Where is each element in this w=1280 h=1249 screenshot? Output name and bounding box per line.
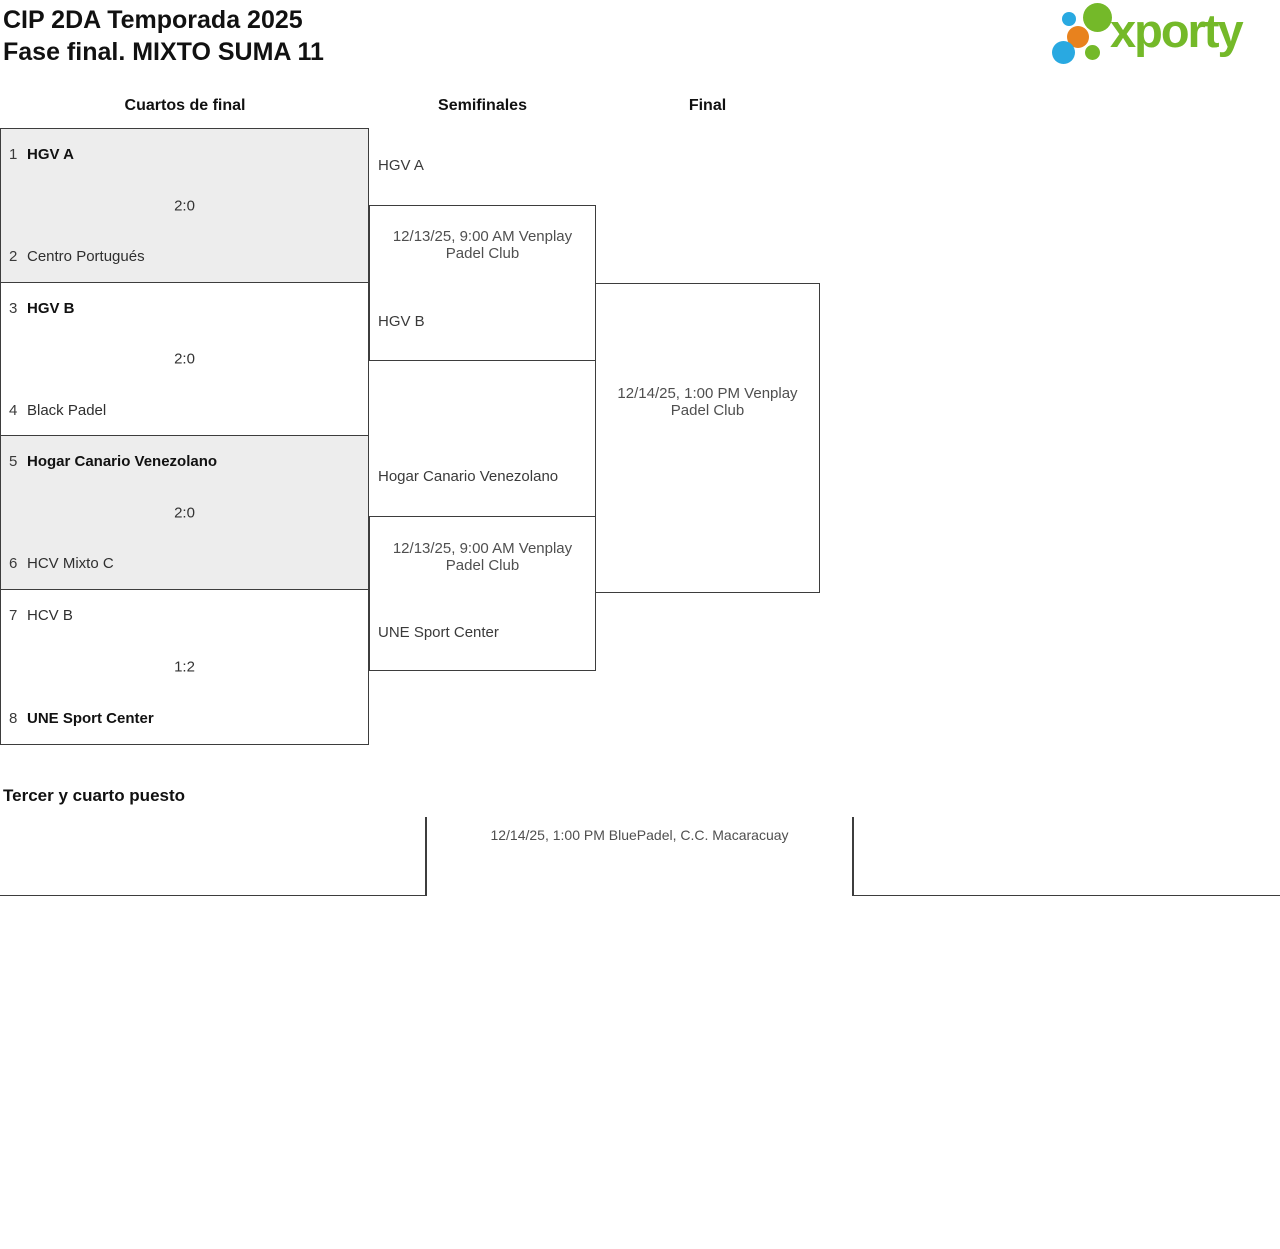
team-name: Centro Portugués <box>27 248 145 265</box>
team-name: HGV A <box>27 146 74 163</box>
logo-dot-green-large-icon <box>1083 3 1112 32</box>
logo-dot-green-small-icon <box>1085 45 1100 60</box>
seed-number: 7 <box>9 606 18 624</box>
semifinal1-team2-label: HGV B <box>378 313 425 330</box>
seed-number: 6 <box>9 555 18 572</box>
logo-dot-orange-icon <box>1067 26 1089 48</box>
seed-number: 4 <box>9 401 18 419</box>
team-name: HCV B <box>27 606 73 624</box>
team-slot: 8 UNE Sport Center <box>9 710 360 727</box>
semifinal-match-1[interactable]: 12/13/25, 9:00 AM Venplay Padel Club <box>369 205 596 361</box>
quarterfinal-match-3[interactable]: 5 Hogar Canario Venezolano 2:0 6 HCV Mixto… <box>0 435 369 590</box>
match-datetime-venue: 12/14/25, 1:00 PM Venplay Padel Club <box>617 385 798 419</box>
quarterfinal-match-2[interactable]: 3 HGV B 2:0 4 Black Padel <box>0 281 369 437</box>
logo-wordmark: xporty <box>1110 4 1244 57</box>
match-score: 2:0 <box>174 197 195 214</box>
team-name: Hogar Canario Venezolano <box>27 453 218 470</box>
team-name: HGV B <box>27 299 75 317</box>
xporty-logo[interactable]: xporty <box>1048 0 1278 70</box>
semifinal1-team1-label: HGV A <box>378 157 424 174</box>
third-place-team2-line <box>852 894 1280 896</box>
third-place-heading: Tercer y cuarto puesto <box>3 786 186 805</box>
semifinal2-team1-label: Hogar Canario Venezolano <box>378 468 559 485</box>
quarterfinal-match-4[interactable]: 7 HCV B 1:2 8 UNE Sport Center <box>0 588 369 745</box>
team-name: HCV Mixto C <box>27 555 114 572</box>
match-score: 2:0 <box>174 504 195 521</box>
seed-number: 8 <box>9 709 18 727</box>
third-place-connector-left-vertical <box>425 817 427 896</box>
seed-number: 5 <box>9 453 18 470</box>
final-match[interactable]: 12/14/25, 1:00 PM Venplay Padel Club <box>595 283 820 593</box>
semifinal-match-2[interactable]: 12/13/25, 9:00 AM Venplay Padel Club <box>369 516 596 671</box>
team-slot: 7 HCV B <box>9 607 360 624</box>
phase-name: Fase final. MIXTO SUMA 11 <box>3 38 324 66</box>
match-score: 1:2 <box>174 658 195 675</box>
logo-dot-blue-large-icon <box>1052 41 1075 64</box>
third-place-connector-right-vertical <box>852 817 854 896</box>
team-name: UNE Sport Center <box>27 709 154 727</box>
tournament-name: CIP 2DA Temporada 2025 <box>3 6 303 34</box>
seed-number: 2 <box>9 248 18 265</box>
third-place-datetime-venue: 12/14/25, 1:00 PM BluePadel, C.C. Macara… <box>490 827 789 843</box>
logo-dot-blue-small-icon <box>1062 12 1076 26</box>
match-datetime-venue: 12/13/25, 9:00 AM Venplay Padel Club <box>392 228 573 262</box>
team-slot: 3 HGV B <box>9 300 360 317</box>
team-slot: 1 HGV A <box>9 146 360 163</box>
team-slot: 4 Black Padel <box>9 402 360 419</box>
semifinal2-team2-label: UNE Sport Center <box>378 624 499 641</box>
match-datetime-venue: 12/13/25, 9:00 AM Venplay Padel Club <box>392 540 573 574</box>
column-header-final: Final <box>688 97 727 114</box>
third-place-team1-line <box>0 894 427 896</box>
seed-number: 3 <box>9 299 18 317</box>
team-slot: 6 HCV Mixto C <box>9 555 360 572</box>
quarterfinal-match-1[interactable]: 1 HGV A 2:0 2 Centro Portugués <box>0 128 369 283</box>
column-header-quarterfinals: Cuartos de final <box>124 97 246 114</box>
team-slot: 5 Hogar Canario Venezolano <box>9 453 360 470</box>
match-score: 2:0 <box>174 350 195 368</box>
column-header-semifinals: Semifinales <box>438 97 527 114</box>
team-name: Black Padel <box>27 401 107 419</box>
quarterfinals-column: 1 HGV A 2:0 2 Centro Portugués 3 HGV B 2:0 … <box>0 128 369 745</box>
seed-number: 1 <box>9 146 18 163</box>
page-title: CIP 2DA Temporada 2025 Fase final. MIXTO… <box>3 4 324 68</box>
team-slot: 2 Centro Portugués <box>9 248 360 265</box>
